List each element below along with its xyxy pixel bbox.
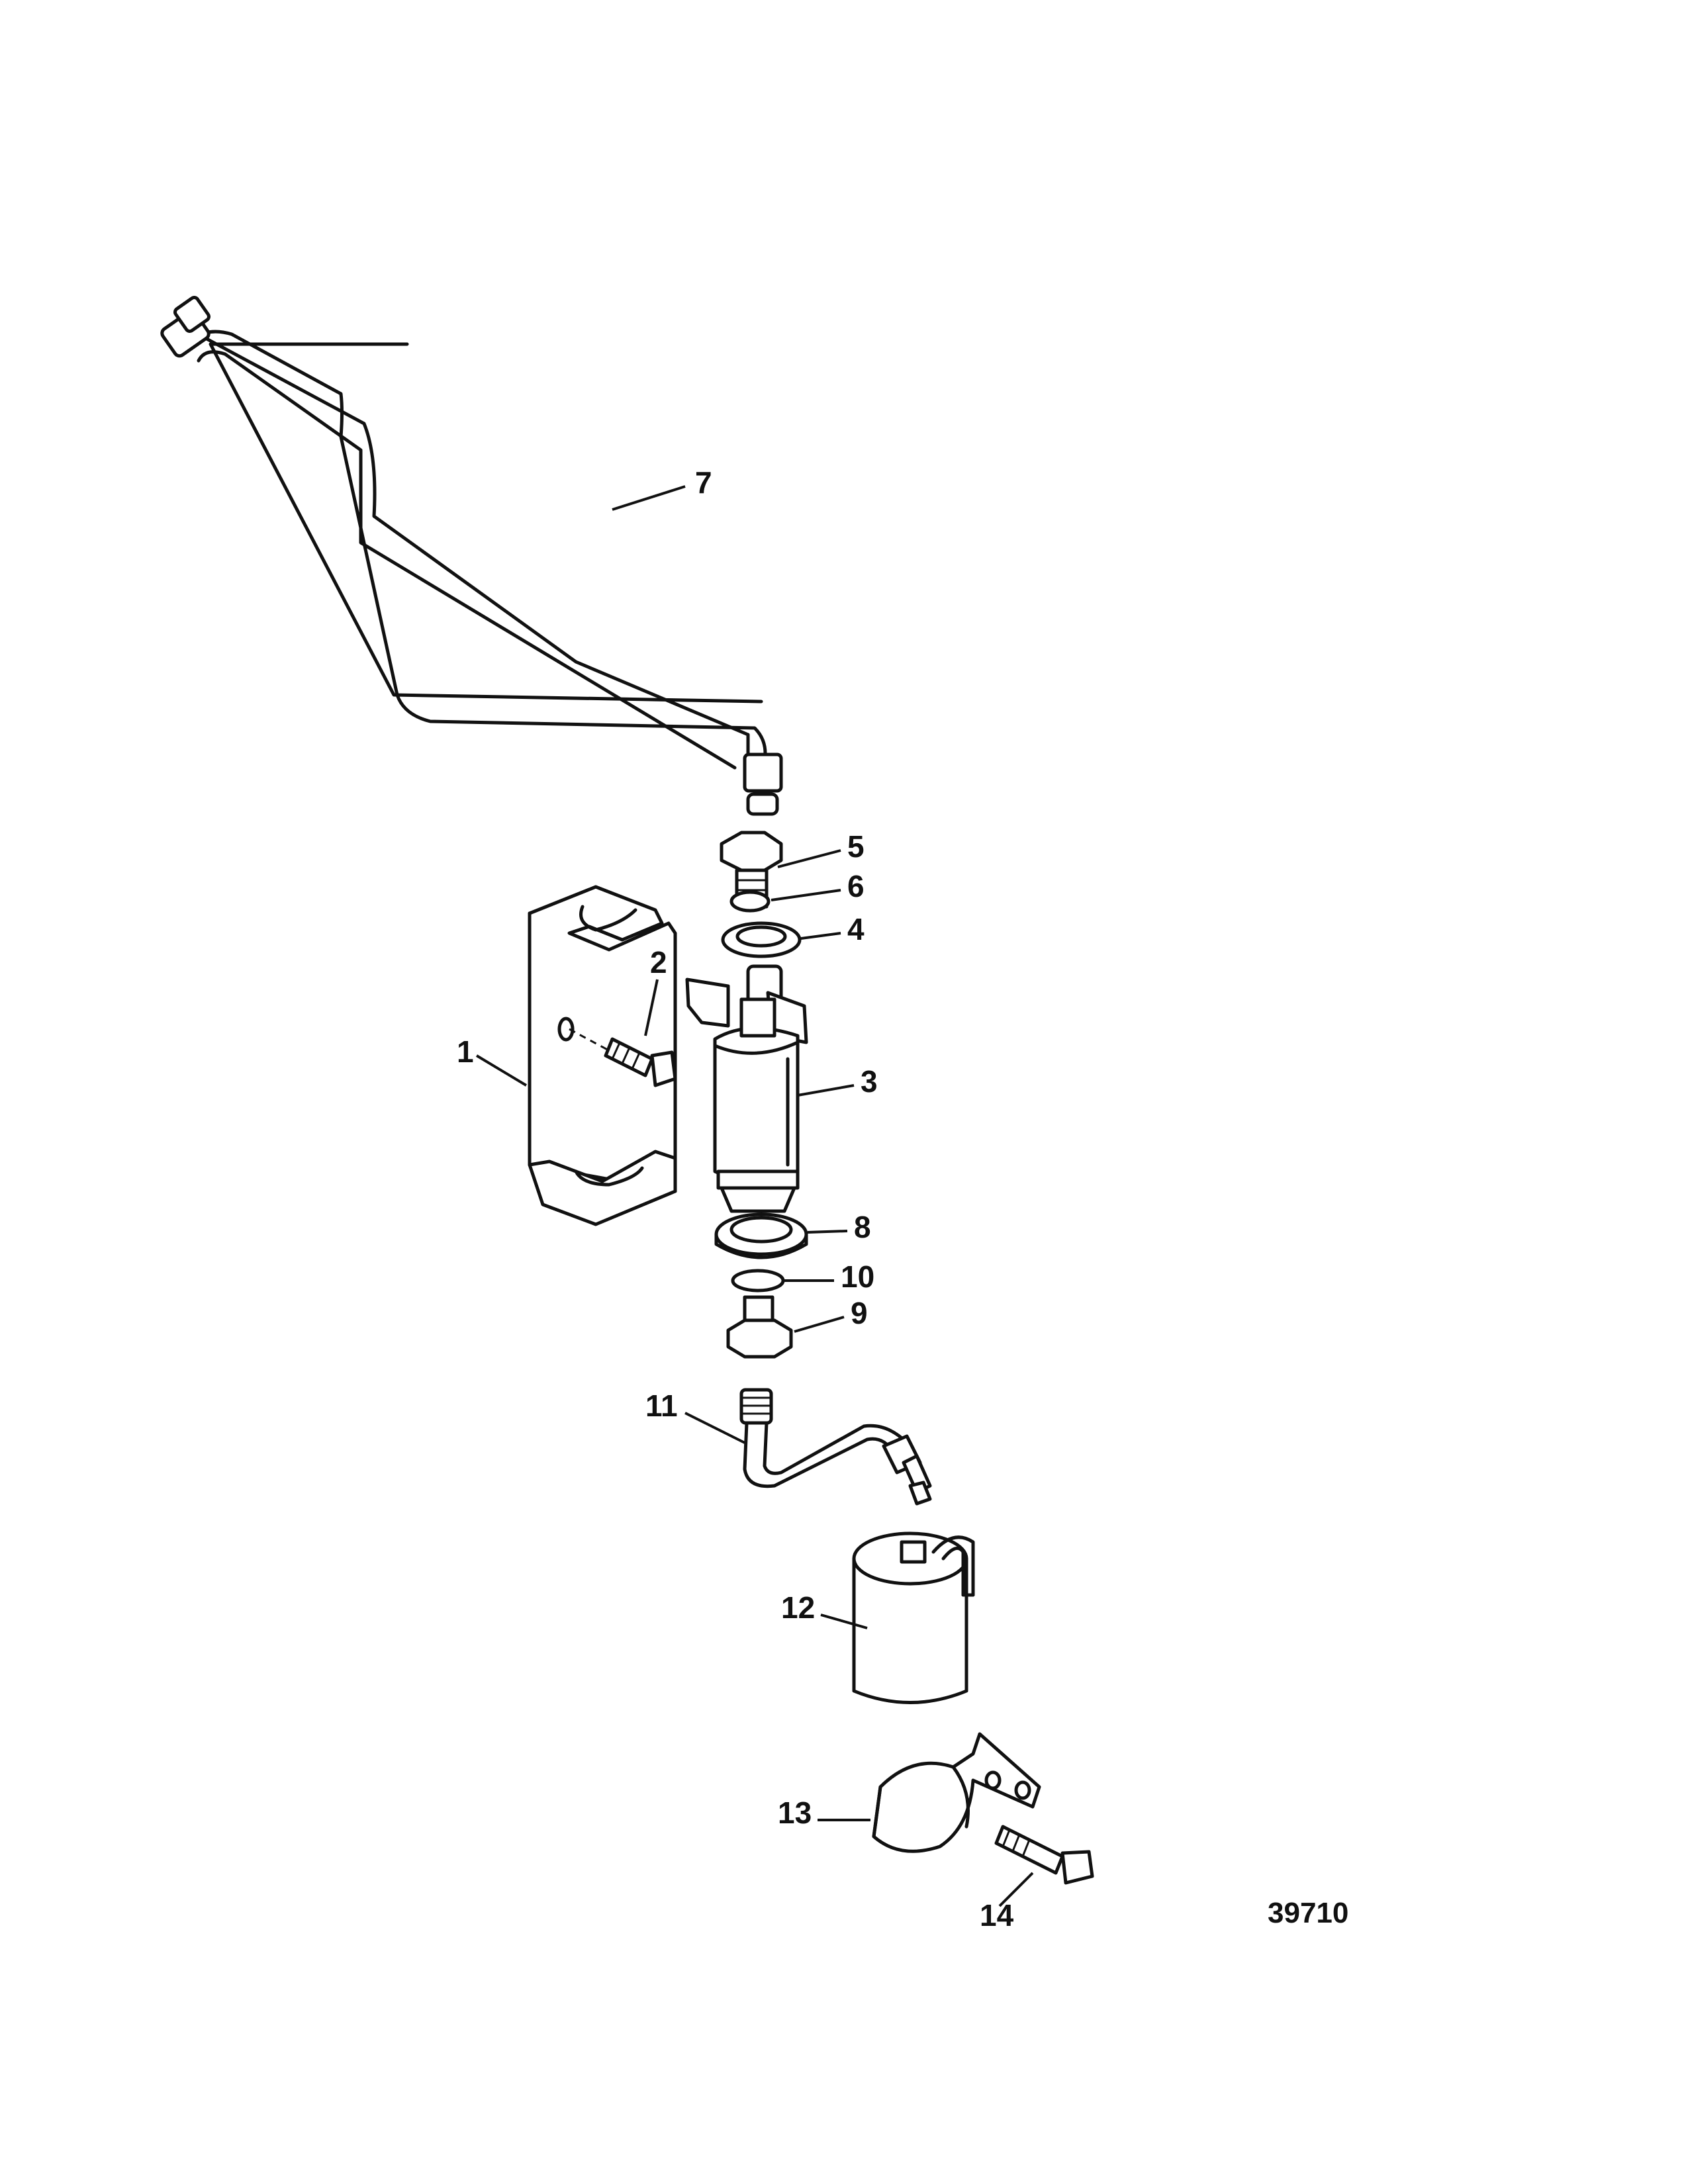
part-12-fuel-filter bbox=[852, 1531, 975, 1704]
callout-10: 10 bbox=[841, 1259, 874, 1294]
part-7-fuel-line bbox=[160, 296, 783, 816]
callout-4: 4 bbox=[847, 912, 865, 946]
callout-3: 3 bbox=[861, 1064, 878, 1099]
callout-11: 11 bbox=[645, 1388, 678, 1423]
part-4-grommet bbox=[721, 921, 802, 958]
callout-14: 14 bbox=[980, 1898, 1014, 1933]
leader-5 bbox=[777, 849, 841, 868]
part-6-o-ring bbox=[729, 890, 771, 913]
leader-6 bbox=[771, 889, 841, 901]
figure-number: 39710 bbox=[1268, 1897, 1348, 1929]
callout-5: 5 bbox=[847, 829, 865, 864]
leader-11 bbox=[684, 1412, 745, 1444]
leader-7 bbox=[612, 485, 686, 511]
leader-4 bbox=[800, 932, 841, 940]
part-2-screw bbox=[569, 1028, 677, 1087]
part-8-grommet bbox=[714, 1212, 808, 1259]
callout-7: 7 bbox=[695, 465, 712, 500]
callout-9: 9 bbox=[851, 1296, 868, 1330]
leader-2 bbox=[644, 979, 659, 1036]
leader-9 bbox=[794, 1316, 845, 1333]
callout-6: 6 bbox=[847, 869, 865, 903]
callout-12: 12 bbox=[781, 1590, 815, 1625]
callout-2: 2 bbox=[650, 945, 667, 979]
leader-14 bbox=[998, 1872, 1034, 1907]
part-9-fitting bbox=[726, 1295, 793, 1359]
part-10-o-ring bbox=[731, 1269, 785, 1293]
part-1-bracket bbox=[528, 885, 677, 1226]
leader-1 bbox=[475, 1054, 528, 1087]
leader-12 bbox=[820, 1614, 868, 1629]
callout-13: 13 bbox=[778, 1796, 812, 1830]
callout-8: 8 bbox=[854, 1210, 871, 1244]
leader-3 bbox=[797, 1084, 855, 1097]
leader-8 bbox=[807, 1230, 848, 1234]
part-13-clamp bbox=[872, 1732, 1041, 1853]
callout-1: 1 bbox=[457, 1034, 474, 1069]
part-11-fuel-line bbox=[739, 1388, 932, 1506]
part-3-fuel-pump bbox=[685, 964, 808, 1213]
part-14-screw bbox=[994, 1825, 1094, 1885]
